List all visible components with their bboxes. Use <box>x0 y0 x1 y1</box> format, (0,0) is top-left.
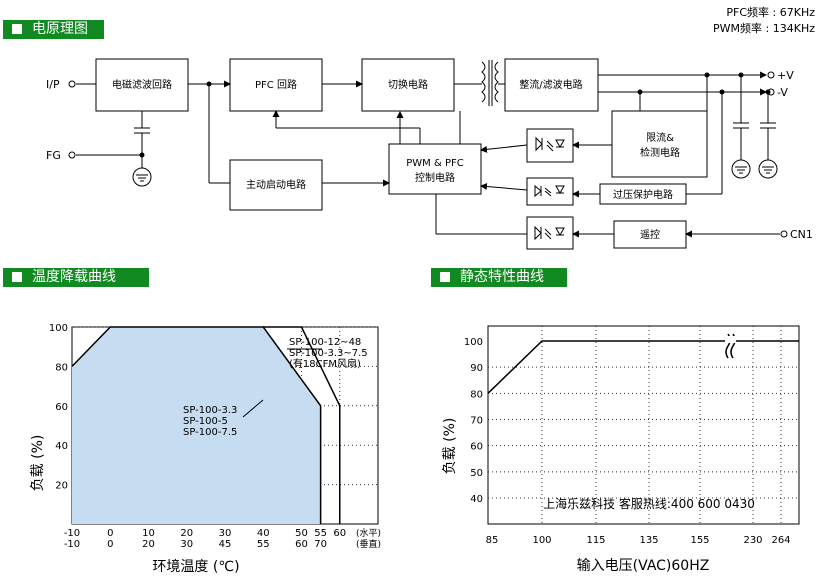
series-label-nofan: SP-100-3.3 <box>183 405 237 416</box>
section-header-derating: 温度降载曲线 <box>3 268 149 287</box>
x-tick-label: 20 <box>180 528 193 539</box>
x-tick-label: 30 <box>180 539 193 550</box>
terminal-ip: I/P <box>46 78 60 91</box>
label-leader <box>242 399 264 418</box>
x-tick-label: 85 <box>486 535 499 546</box>
section-title: 电原理图 <box>32 21 88 37</box>
block-current-limit-detect <box>611 110 708 178</box>
label-remote: 遥控 <box>640 228 660 241</box>
series-line-nofan <box>71 326 322 524</box>
x-tick-label: 45 <box>219 539 232 550</box>
y-axis-label: 负载 (%) <box>30 435 46 492</box>
x-tick-label: 60 <box>333 528 346 539</box>
y-tick-label: 80 <box>470 389 483 400</box>
x-tick-label: 230 <box>743 535 762 546</box>
label-switching: 切换电路 <box>388 78 428 91</box>
bullet-square-icon <box>12 272 22 282</box>
optocoupler-symbol-icon <box>535 136 565 152</box>
y-tick-label: 70 <box>470 416 483 427</box>
optocoupler-symbol-icon <box>534 184 565 198</box>
terminal-cn1: CN1 <box>790 228 813 241</box>
label-emi-filter: 电磁滤波回路 <box>112 78 172 91</box>
y-tick-label: 60 <box>55 402 68 413</box>
load-curve <box>487 340 799 394</box>
x-tick-label: 100 <box>532 535 551 546</box>
x-tick-label: -10 <box>64 528 80 539</box>
series-label-nofan: SP-100-7.5 <box>183 427 237 438</box>
y-tick-label: 80 <box>55 362 68 373</box>
block-pwm-pfc-control <box>388 143 482 195</box>
optocoupler-symbol-icon <box>534 225 565 241</box>
section-header-circuit: 电原理图 <box>3 20 104 39</box>
block-rectifier <box>504 58 599 112</box>
x-axis-label: 环境温度 (℃) <box>152 559 239 575</box>
x-tick-label: 135 <box>639 535 658 546</box>
y-tick-label: 90 <box>470 363 483 374</box>
label-detect: 检测电路 <box>640 146 680 159</box>
bullet-square-icon <box>440 272 450 282</box>
x-tick-label: -10 <box>64 539 80 550</box>
x-tick-label: 155 <box>690 535 709 546</box>
series-line-fan <box>263 326 341 524</box>
terminal-vminus: -V <box>777 86 788 99</box>
terminal-fg: FG <box>46 149 61 162</box>
x-tick-label: 55 <box>257 539 270 550</box>
label-rectifier: 整流/滤波电路 <box>519 78 582 91</box>
watermark-text: 上海乐兹科技 客服热线:400 600 0430 <box>543 496 755 511</box>
axis-note-vertical: (垂直) <box>356 538 381 550</box>
label-active-startup: 主动启动电路 <box>246 178 306 191</box>
x-tick-label: 10 <box>142 528 155 539</box>
label-pfc: PFC 回路 <box>255 78 297 91</box>
x-tick-label: 264 <box>771 535 790 546</box>
y-tick-label: 20 <box>55 481 68 492</box>
section-title: 温度降载曲线 <box>32 269 116 285</box>
label-current-limit: 限流& <box>646 131 674 144</box>
series-label-nofan: SP-100-5 <box>183 416 228 427</box>
y-axis-label: 负载 (%) <box>442 418 458 475</box>
label-ovp: 过压保护电路 <box>613 188 673 201</box>
pwm-frequency: PWM频率 : 134KHz <box>713 22 815 35</box>
plot-frame <box>487 325 800 525</box>
x-tick-label: 20 <box>142 539 155 550</box>
x-tick-label: 55 <box>314 528 327 539</box>
terminal-vplus: +V <box>777 69 794 82</box>
x-tick-label: 30 <box>219 528 232 539</box>
x-tick-label: 70 <box>314 539 327 550</box>
series-label-fan: SP-100-3.3~7.5 <box>289 348 368 359</box>
series-label-fan: (有18CFM风扇) <box>289 357 361 370</box>
y-tick-label: 100 <box>464 337 483 348</box>
x-tick-label: 0 <box>107 528 113 539</box>
x-tick-label: 40 <box>257 528 270 539</box>
y-tick-label: 60 <box>470 442 483 453</box>
axis-note-horizontal: (水平) <box>356 527 381 539</box>
y-tick-label: 50 <box>470 468 483 479</box>
block-active-startup <box>229 159 323 211</box>
label-pwm-pfc: PWM & PFC <box>406 158 463 169</box>
derating-area <box>72 327 321 524</box>
x-tick-label: 0 <box>107 539 113 550</box>
label-control: 控制电路 <box>415 171 455 184</box>
x-tick-label: 60 <box>295 539 308 550</box>
y-tick-label: 40 <box>470 494 483 505</box>
x-tick-label: 50 <box>295 528 308 539</box>
bullet-square-icon <box>12 24 22 34</box>
pfc-frequency: PFC频率 : 67KHz <box>726 6 815 19</box>
section-title: 静态特性曲线 <box>460 269 544 285</box>
series-label-fan: SP-100-12~48 <box>289 337 361 348</box>
x-tick-label: 115 <box>586 535 605 546</box>
x-axis-label: 输入电压(VAC)60HZ <box>577 558 710 574</box>
y-tick-label: 40 <box>55 441 68 452</box>
section-header-static: 静态特性曲线 <box>431 268 567 287</box>
y-tick-label: 100 <box>49 323 68 334</box>
